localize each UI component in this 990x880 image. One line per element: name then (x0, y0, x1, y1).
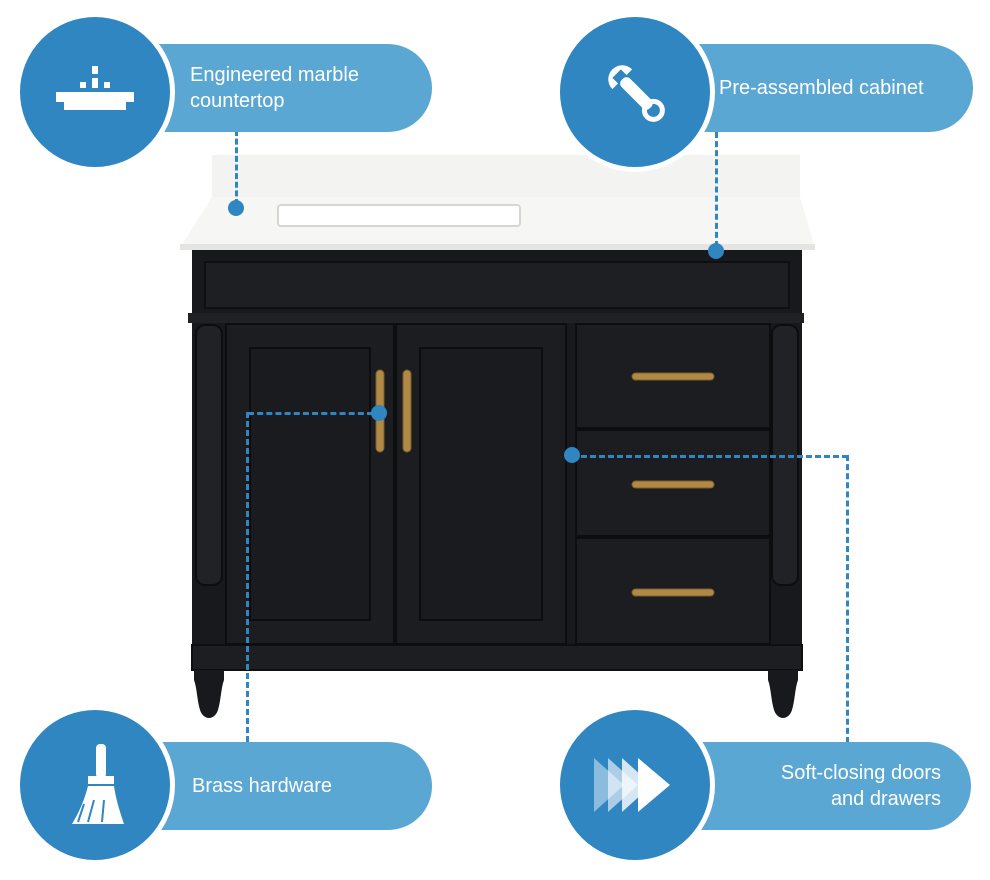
feature-text-hardware: Brass hardware (192, 775, 333, 797)
marker-dot-countertop (228, 200, 244, 216)
connector-line-softclose-h (572, 455, 848, 458)
connector-line-cabinet (715, 132, 718, 247)
feature-text-cabinet: Pre-assembled cabinet (719, 77, 924, 99)
feature-badge-softclose (555, 705, 715, 865)
feature-text-countertop: Engineered marble countertop (190, 64, 359, 112)
drawers (575, 323, 771, 645)
countertop-icon (56, 66, 134, 110)
connector-line-hardware-h (248, 412, 373, 415)
cabinet-doors (225, 323, 567, 645)
countertop (180, 155, 815, 250)
connector-line-hardware-v (246, 412, 249, 742)
feature-badge-cabinet (555, 12, 715, 172)
feature-badge-countertop (15, 12, 175, 172)
paintbrush-icon (72, 744, 124, 824)
connector-line-countertop (235, 130, 238, 205)
marker-dot-softclose (564, 447, 580, 463)
marker-dot-cabinet (708, 243, 724, 259)
connector-line-softclose-v (846, 455, 849, 743)
feature-text-softclose: Soft-closing doors and drawers (780, 762, 941, 810)
fast-forward-icon (594, 758, 670, 812)
marker-dot-hardware (371, 405, 387, 421)
feature-badge-hardware (15, 705, 175, 865)
wrench-icon (608, 65, 665, 122)
